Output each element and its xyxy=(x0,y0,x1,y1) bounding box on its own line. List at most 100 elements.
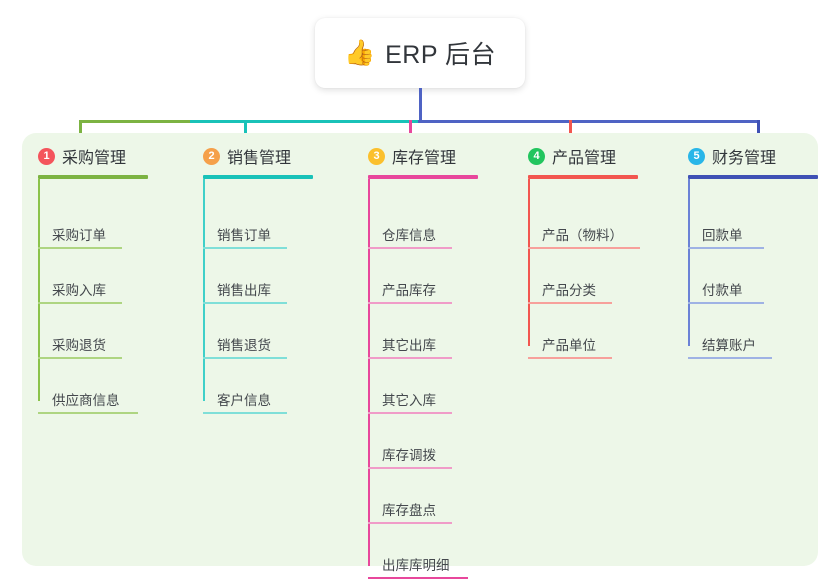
item-label: 产品（物料） xyxy=(542,228,623,243)
thumbs-up-icon: 👍 xyxy=(343,38,376,67)
list-item[interactable]: 客户信息 xyxy=(187,362,352,417)
list-item[interactable]: 其它入库 xyxy=(352,362,517,417)
item-rule xyxy=(38,357,122,359)
item-rule xyxy=(528,302,612,304)
item-rule xyxy=(688,247,764,249)
item-label: 销售退货 xyxy=(217,338,271,353)
column-badge-5: 5 xyxy=(688,147,705,165)
item-rule xyxy=(368,522,452,524)
list-item[interactable]: 产品库存 xyxy=(352,252,517,307)
item-label: 产品库存 xyxy=(382,283,436,298)
item-label: 其它入库 xyxy=(382,393,436,408)
item-rule xyxy=(203,302,287,304)
bus-segment-blue xyxy=(418,120,760,123)
list-item[interactable]: 产品（物料） xyxy=(512,197,677,252)
item-rule xyxy=(528,247,640,249)
drop-connector-4 xyxy=(569,120,572,145)
column-rule-4 xyxy=(528,175,638,179)
list-item[interactable]: 其它出库 xyxy=(352,307,517,362)
drop-connector-5 xyxy=(757,120,760,145)
item-label: 其它出库 xyxy=(382,338,436,353)
drop-connector-2 xyxy=(244,120,247,145)
item-label: 销售订单 xyxy=(217,228,271,243)
item-label: 付款单 xyxy=(702,283,743,298)
item-rule xyxy=(203,412,287,414)
column-product: 4 产品管理 产品（物料） 产品分类 产品单位 xyxy=(512,143,677,362)
column-rule-5 xyxy=(688,175,818,179)
item-label: 结算账户 xyxy=(702,338,756,353)
item-rule xyxy=(38,412,138,414)
item-rule xyxy=(368,357,452,359)
root-node-label: ERP 后台 xyxy=(385,41,497,69)
list-item[interactable]: 结算账户 xyxy=(672,307,837,362)
column-title-4: 产品管理 xyxy=(552,150,617,167)
list-item[interactable]: 采购退货 xyxy=(22,307,187,362)
list-item[interactable]: 库存盘点 xyxy=(352,472,517,527)
list-item[interactable]: 销售订单 xyxy=(187,197,352,252)
column-badge-1: 1 xyxy=(38,147,55,165)
item-label: 产品分类 xyxy=(542,283,596,298)
item-label: 销售出库 xyxy=(217,283,271,298)
column-purchasing: 1 采购管理 采购订单 采购入库 采购退货 供应商信息 xyxy=(22,143,187,417)
item-rule xyxy=(203,357,287,359)
column-header-4[interactable]: 4 产品管理 xyxy=(512,143,677,169)
column-items-3: 仓库信息 产品库存 其它出库 其它入库 库存调拨 库存盘点 xyxy=(352,179,517,582)
column-inventory: 3 库存管理 仓库信息 产品库存 其它出库 其它入库 库存调拨 xyxy=(352,143,517,582)
item-label: 仓库信息 xyxy=(382,228,436,243)
item-label: 采购订单 xyxy=(52,228,106,243)
item-label: 回款单 xyxy=(702,228,743,243)
list-item[interactable]: 采购订单 xyxy=(22,197,187,252)
column-header-5[interactable]: 5 财务管理 xyxy=(672,143,837,169)
column-finance: 5 财务管理 回款单 付款单 结算账户 xyxy=(672,143,837,362)
list-item[interactable]: 仓库信息 xyxy=(352,197,517,252)
item-rule xyxy=(203,247,287,249)
column-rule-3 xyxy=(368,175,478,179)
column-header-2[interactable]: 2 销售管理 xyxy=(187,143,352,169)
item-label: 库存盘点 xyxy=(382,503,436,518)
item-rule xyxy=(368,577,468,579)
drop-connector-3 xyxy=(409,120,412,145)
item-label: 客户信息 xyxy=(217,393,271,408)
list-item[interactable]: 出库库明细 xyxy=(352,527,517,582)
item-label: 产品单位 xyxy=(542,338,596,353)
item-rule xyxy=(368,247,452,249)
item-rule xyxy=(38,302,122,304)
list-item[interactable]: 库存调拨 xyxy=(352,417,517,472)
list-item[interactable]: 销售退货 xyxy=(187,307,352,362)
column-title-5: 财务管理 xyxy=(712,150,777,167)
column-items-5: 回款单 付款单 结算账户 xyxy=(672,179,837,362)
column-spine-4 xyxy=(528,179,530,346)
column-title-2: 销售管理 xyxy=(227,150,292,167)
item-rule xyxy=(688,357,772,359)
bus-segment-teal xyxy=(190,120,420,123)
list-item[interactable]: 销售出库 xyxy=(187,252,352,307)
list-item[interactable]: 供应商信息 xyxy=(22,362,187,417)
item-rule xyxy=(688,302,764,304)
column-items-2: 销售订单 销售出库 销售退货 客户信息 xyxy=(187,179,352,417)
column-spine-2 xyxy=(203,179,205,401)
list-item[interactable]: 产品单位 xyxy=(512,307,677,362)
column-rule-1 xyxy=(38,175,148,179)
list-item[interactable]: 回款单 xyxy=(672,197,837,252)
column-sales: 2 销售管理 销售订单 销售出库 销售退货 客户信息 xyxy=(187,143,352,417)
list-item[interactable]: 付款单 xyxy=(672,252,837,307)
item-rule xyxy=(368,467,452,469)
column-title-1: 采购管理 xyxy=(62,150,127,167)
column-spine-5 xyxy=(688,179,690,346)
column-title-3: 库存管理 xyxy=(392,150,457,167)
column-items-4: 产品（物料） 产品分类 产品单位 xyxy=(512,179,677,362)
column-rule-2 xyxy=(203,175,313,179)
item-rule xyxy=(368,302,452,304)
list-item[interactable]: 产品分类 xyxy=(512,252,677,307)
column-header-3[interactable]: 3 库存管理 xyxy=(352,143,517,169)
item-label: 采购入库 xyxy=(52,283,106,298)
list-item[interactable]: 采购入库 xyxy=(22,252,187,307)
item-label: 供应商信息 xyxy=(52,393,120,408)
root-stem-connector xyxy=(419,88,422,122)
item-rule xyxy=(528,357,612,359)
column-items-1: 采购订单 采购入库 采购退货 供应商信息 xyxy=(22,179,187,417)
column-spine-3 xyxy=(368,179,370,566)
column-header-1[interactable]: 1 采购管理 xyxy=(22,143,187,169)
content-panel xyxy=(22,133,818,566)
root-node[interactable]: 👍 ERP 后台 xyxy=(315,18,525,88)
